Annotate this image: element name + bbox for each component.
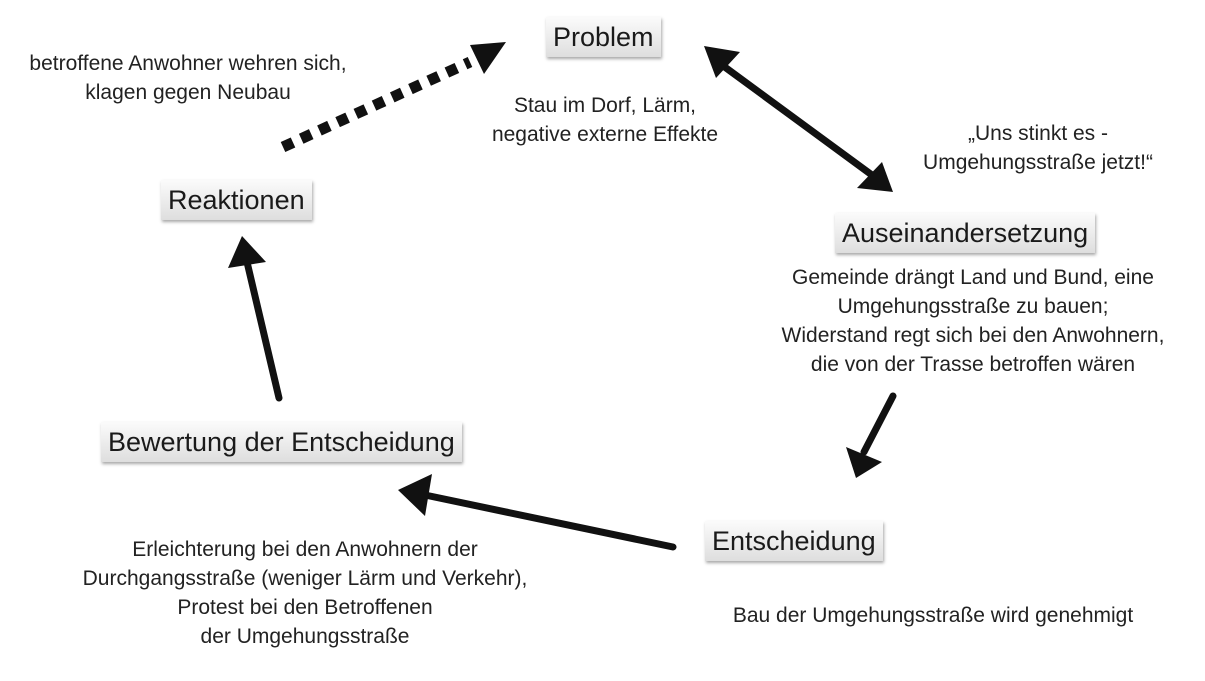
- note-line: Umgehungsstraße zu bauen;: [837, 295, 1109, 318]
- node-problem: Problem: [546, 17, 661, 57]
- note-line: negative externe Effekte: [491, 123, 719, 146]
- note-line: „Uns stinkt es -: [967, 122, 1109, 145]
- note-auseinandersetzung: Gemeinde drängt Land und Bund, eine Umge…: [743, 263, 1203, 379]
- arrow-auseinandersetzung-entscheidung: [846, 392, 897, 478]
- node-auseinandersetzung: Auseinandersetzung: [835, 213, 1096, 253]
- note-line: Erleichterung bei den Anwohnern der: [132, 538, 478, 561]
- note-line: der Umgehungsstraße: [200, 625, 410, 648]
- note-bewertung: Erleichterung bei den Anwohnern der Durc…: [35, 535, 575, 651]
- note-line: betroffene Anwohner wehren sich,: [29, 52, 347, 75]
- node-entscheidung: Entscheidung: [705, 521, 883, 561]
- note-line: Protest bei den Betroffenen: [177, 596, 433, 619]
- node-bewertung: Bewertung der Entscheidung: [101, 422, 462, 462]
- note-line: die von der Trasse betroffen wären: [810, 353, 1136, 376]
- note-reaktionen: betroffene Anwohner wehren sich, klagen …: [0, 49, 376, 107]
- note-line: klagen gegen Neubau: [85, 81, 291, 104]
- note-quote: „Uns stinkt es - Umgehungsstraße jetzt!“: [888, 119, 1188, 177]
- note-line: Bau der Umgehungsstraße wird genehmigt: [732, 604, 1134, 627]
- note-line: Stau im Dorf, Lärm,: [513, 94, 697, 117]
- note-line: Durchgangsstraße (weniger Lärm und Verke…: [82, 567, 528, 590]
- node-reaktionen: Reaktionen: [161, 180, 312, 220]
- arrow-problem-auseinandersetzung: [704, 46, 893, 192]
- arrow-reaktionen-problem-dotted: [280, 42, 506, 153]
- arrow-entscheidung-bewertung: [398, 474, 677, 551]
- note-problem: Stau im Dorf, Lärm, negative externe Eff…: [455, 91, 755, 149]
- note-line: Umgehungsstraße jetzt!“: [923, 151, 1153, 174]
- note-line: Gemeinde drängt Land und Bund, eine: [792, 266, 1154, 289]
- arrow-bewertung-reaktionen: [228, 236, 283, 402]
- note-line: Widerstand regt sich bei den Anwohnern,: [781, 324, 1165, 347]
- note-entscheidung: Bau der Umgehungsstraße wird genehmigt: [693, 601, 1173, 630]
